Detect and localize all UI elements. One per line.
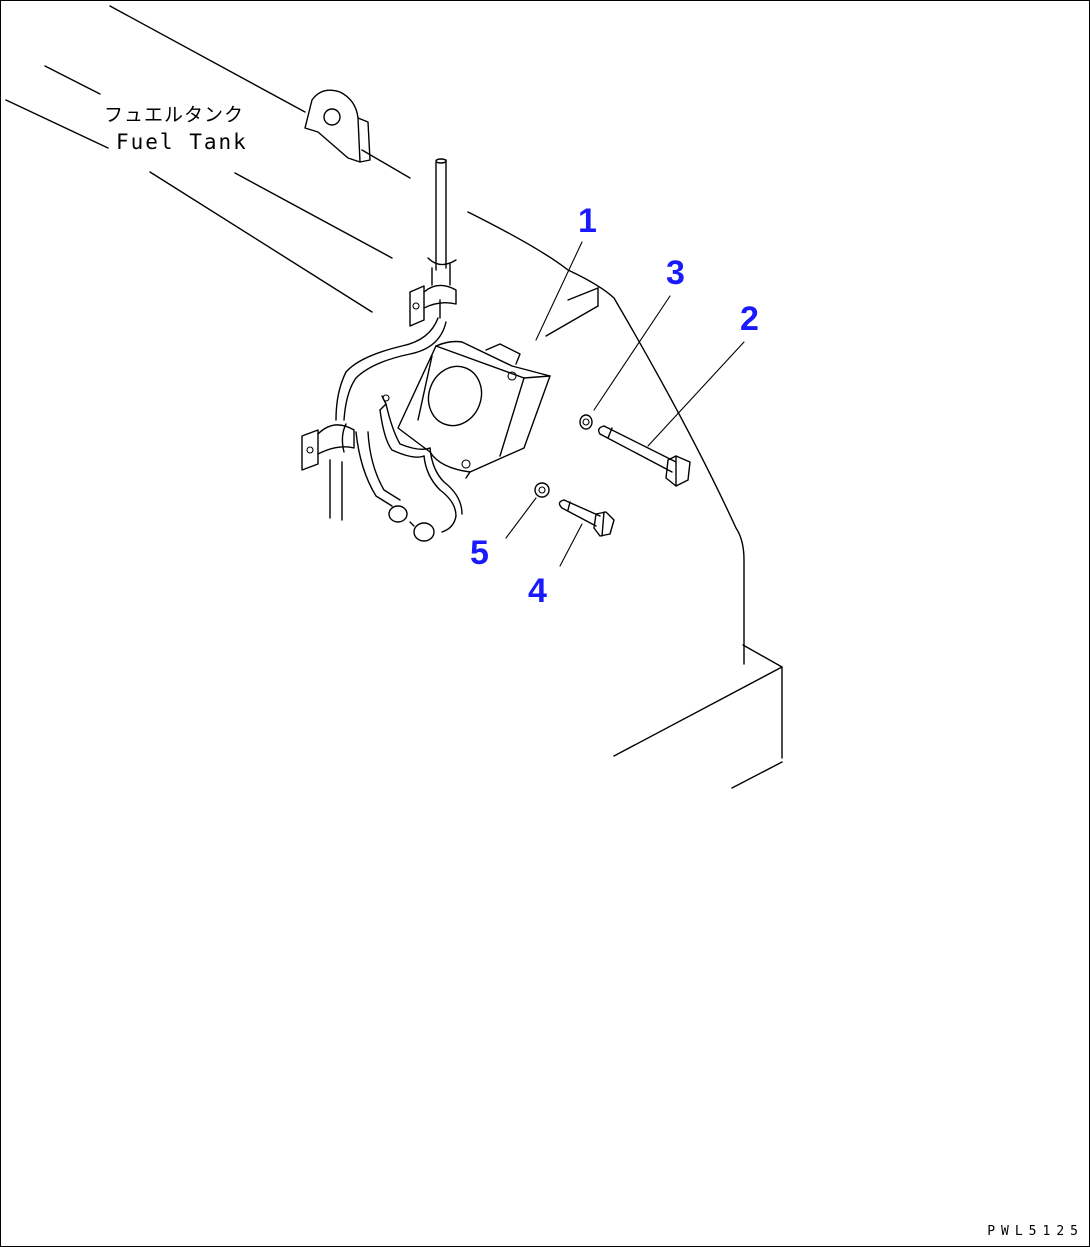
- callout-4: 4: [528, 572, 547, 610]
- fuel-tank-label-japanese: フュエルタンク: [104, 104, 245, 126]
- washer-part-5: [534, 482, 550, 498]
- callout-3: 3: [666, 254, 685, 292]
- callout-1: 1: [578, 202, 597, 240]
- drawing-code: PWL5125: [987, 1224, 1084, 1239]
- fuel-tank-outline: [5, 5, 783, 789]
- sensor-wire-harness: [355, 394, 463, 542]
- fuel-pipe-bend: [329, 317, 447, 521]
- bolt-part-4: [558, 499, 615, 537]
- upper-clamp: [409, 284, 457, 327]
- callout-5: 5: [470, 534, 489, 572]
- bolt-part-2: [597, 425, 691, 487]
- fuel-pipe-vertical: [427, 158, 457, 286]
- callout-2: 2: [740, 300, 759, 338]
- gasket-plate: [545, 287, 599, 337]
- lifting-eye: [304, 89, 371, 163]
- lower-clamp: [301, 423, 355, 471]
- fuel-tank-label-english: Fuel Tank: [116, 130, 248, 154]
- fuel-level-sensor-body: [397, 340, 551, 479]
- washer-part-3: [579, 414, 593, 430]
- callout-leader-lines: [505, 241, 745, 567]
